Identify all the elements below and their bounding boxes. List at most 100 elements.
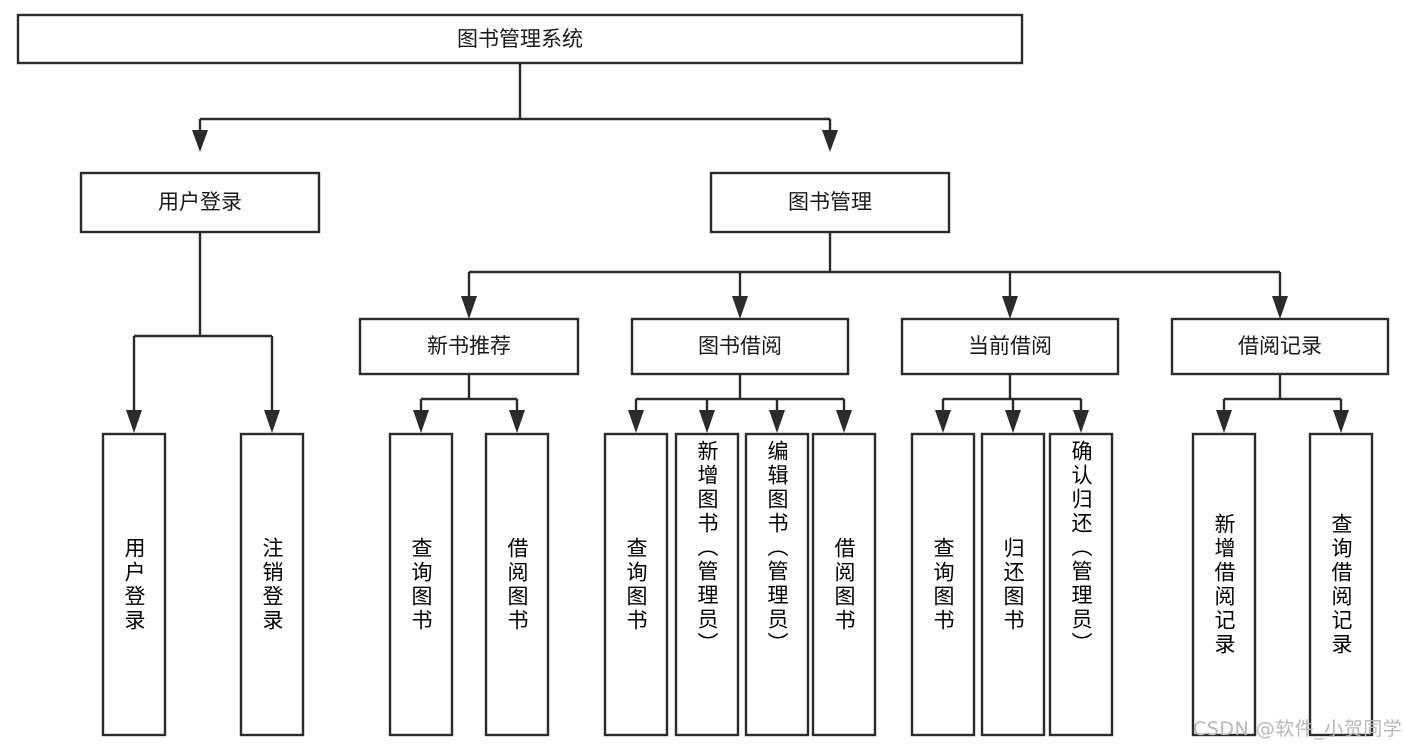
node-new-book-recommend-label: 新书推荐 — [427, 334, 511, 358]
node-leaf-query-book-2-textbox: 查询图书 — [624, 536, 648, 633]
node-leaf-edit-book[interactable]: 编辑图书（管理员） — [744, 432, 810, 737]
node-leaf-return-book-textbox: 归还图书 — [1001, 536, 1025, 633]
node-leaf-logout-textbox: 注销登录 — [260, 536, 284, 633]
arrow-bb-leaf-2 — [699, 410, 715, 433]
edge-group-user-login — [126, 232, 280, 433]
arrow-bm-to-current-borrow — [1002, 296, 1018, 319]
node-leaf-query-book-2-box[interactable] — [603, 432, 669, 737]
node-leaf-confirm-return-textbox: 确认归还（管理员） — [1069, 440, 1093, 656]
node-leaf-borrow-book-2-label: 借阅图书 — [832, 536, 856, 633]
node-leaf-add-record-label: 新增借阅记录 — [1212, 512, 1236, 657]
node-leaf-query-book-3-box[interactable] — [910, 432, 976, 737]
node-new-book-recommend[interactable]: 新书推荐 — [358, 317, 580, 376]
node-leaf-return-book[interactable]: 归还图书 — [980, 432, 1046, 737]
node-leaf-logout-label: 注销登录 — [260, 536, 284, 633]
node-user-login-box[interactable] — [79, 171, 321, 234]
node-new-book-recommend-box[interactable] — [358, 317, 580, 376]
node-leaf-user-login-box[interactable] — [101, 432, 167, 737]
node-leaf-add-book-box[interactable] — [674, 432, 740, 737]
node-book-management[interactable]: 图书管理 — [709, 171, 951, 234]
node-leaf-borrow-book-1-textbox: 借阅图书 — [505, 536, 529, 633]
node-leaf-confirm-return-label: 确认归还（管理员） — [1069, 440, 1093, 656]
arrow-user-login-leaf-2 — [264, 410, 280, 433]
node-leaf-edit-book-label: 编辑图书（管理员） — [765, 440, 789, 656]
node-leaf-query-record-textbox: 查询借阅记录 — [1329, 512, 1353, 657]
node-leaf-query-book-3-label: 查询图书 — [931, 536, 955, 633]
node-leaf-query-book-2[interactable]: 查询图书 — [603, 432, 669, 737]
node-book-borrow-label: 图书借阅 — [698, 334, 782, 358]
arrow-br-leaf-1 — [1216, 410, 1232, 433]
edge-group-new-book-recommend — [413, 374, 525, 433]
node-leaf-add-book-label: 新增图书（管理员） — [695, 440, 719, 656]
node-leaf-user-login[interactable]: 用户登录 — [101, 432, 167, 737]
node-leaf-borrow-book-1-box[interactable] — [484, 432, 550, 737]
node-leaf-query-record-box[interactable] — [1308, 432, 1374, 737]
node-root-label: 图书管理系统 — [457, 27, 583, 51]
arrow-bm-to-borrow-record — [1272, 296, 1288, 319]
node-user-login[interactable]: 用户登录 — [79, 171, 321, 234]
node-leaf-query-book-3[interactable]: 查询图书 — [910, 432, 976, 737]
node-leaf-add-book-textbox: 新增图书（管理员） — [695, 440, 719, 656]
node-leaf-add-record[interactable]: 新增借阅记录 — [1191, 432, 1257, 737]
node-leaf-edit-book-textbox: 编辑图书（管理员） — [765, 440, 789, 656]
csdn-watermark: CSDN @软件_小贺同学 — [1193, 718, 1403, 740]
node-leaf-return-book-label: 归还图书 — [1001, 536, 1025, 633]
node-leaf-query-record[interactable]: 查询借阅记录 — [1308, 432, 1374, 737]
node-borrow-record-box[interactable] — [1170, 317, 1390, 376]
arrow-bb-leaf-4 — [836, 410, 852, 433]
node-current-borrow-label: 当前借阅 — [968, 334, 1052, 358]
node-leaf-borrow-book-1-label: 借阅图书 — [505, 536, 529, 633]
node-leaf-user-login-textbox: 用户登录 — [122, 536, 146, 633]
edge-group-book-borrow — [628, 374, 852, 433]
node-leaf-add-book[interactable]: 新增图书（管理员） — [674, 432, 740, 737]
node-leaf-query-book-3-textbox: 查询图书 — [931, 536, 955, 633]
arrow-bb-leaf-3 — [769, 410, 785, 433]
edge-group-book-management — [461, 232, 1288, 319]
arrow-root-to-user-login — [192, 130, 208, 152]
arrow-cb-leaf-2 — [1005, 410, 1021, 433]
arrow-cb-leaf-3 — [1073, 410, 1089, 433]
arrow-nbr-leaf-1 — [413, 410, 429, 433]
edge-group-root — [192, 63, 838, 152]
node-leaf-logout[interactable]: 注销登录 — [239, 432, 305, 737]
arrow-cb-leaf-1 — [935, 410, 951, 433]
edge-group-current-borrow — [935, 374, 1089, 433]
node-book-borrow[interactable]: 图书借阅 — [630, 317, 850, 376]
node-book-management-label: 图书管理 — [788, 190, 872, 214]
node-leaf-borrow-book-2-box[interactable] — [811, 432, 877, 737]
node-leaf-return-book-box[interactable] — [980, 432, 1046, 737]
arrow-br-leaf-2 — [1333, 410, 1349, 433]
node-leaf-add-record-box[interactable] — [1191, 432, 1257, 737]
arrow-bm-to-new-book-recommend — [461, 296, 477, 319]
node-leaf-borrow-book-2[interactable]: 借阅图书 — [811, 432, 877, 737]
node-book-management-box[interactable] — [709, 171, 951, 234]
node-leaf-query-book-1[interactable]: 查询图书 — [388, 432, 454, 737]
node-root-box[interactable] — [16, 13, 1024, 65]
node-leaf-logout-box[interactable] — [239, 432, 305, 737]
node-current-borrow[interactable]: 当前借阅 — [900, 317, 1120, 376]
node-leaf-user-login-label: 用户登录 — [122, 536, 146, 633]
node-root[interactable]: 图书管理系统 — [16, 13, 1024, 65]
node-borrow-record-label: 借阅记录 — [1238, 334, 1322, 358]
node-leaf-query-book-1-textbox: 查询图书 — [409, 537, 433, 633]
node-user-login-label: 用户登录 — [158, 190, 242, 214]
node-leaf-confirm-return-box[interactable] — [1048, 432, 1114, 737]
node-borrow-record[interactable]: 借阅记录 — [1170, 317, 1390, 376]
arrow-bm-to-book-borrow — [732, 296, 748, 319]
node-leaf-query-book-1-box[interactable] — [388, 432, 454, 737]
node-leaf-confirm-return[interactable]: 确认归还（管理员） — [1048, 432, 1114, 737]
node-leaf-borrow-book-1[interactable]: 借阅图书 — [484, 432, 550, 737]
arrow-nbr-leaf-2 — [509, 410, 525, 433]
node-leaf-add-record-textbox: 新增借阅记录 — [1212, 512, 1236, 657]
node-leaf-query-record-label: 查询借阅记录 — [1329, 512, 1353, 657]
node-leaf-query-book-2-label: 查询图书 — [624, 536, 648, 633]
node-leaf-edit-book-box[interactable] — [744, 432, 810, 737]
node-book-borrow-box[interactable] — [630, 317, 850, 376]
node-current-borrow-box[interactable] — [900, 317, 1120, 376]
node-leaf-borrow-book-2-textbox: 借阅图书 — [832, 536, 856, 633]
arrow-bb-leaf-1 — [628, 410, 644, 433]
arrow-user-login-leaf-1 — [126, 410, 142, 433]
edge-group-borrow-record — [1216, 374, 1349, 433]
